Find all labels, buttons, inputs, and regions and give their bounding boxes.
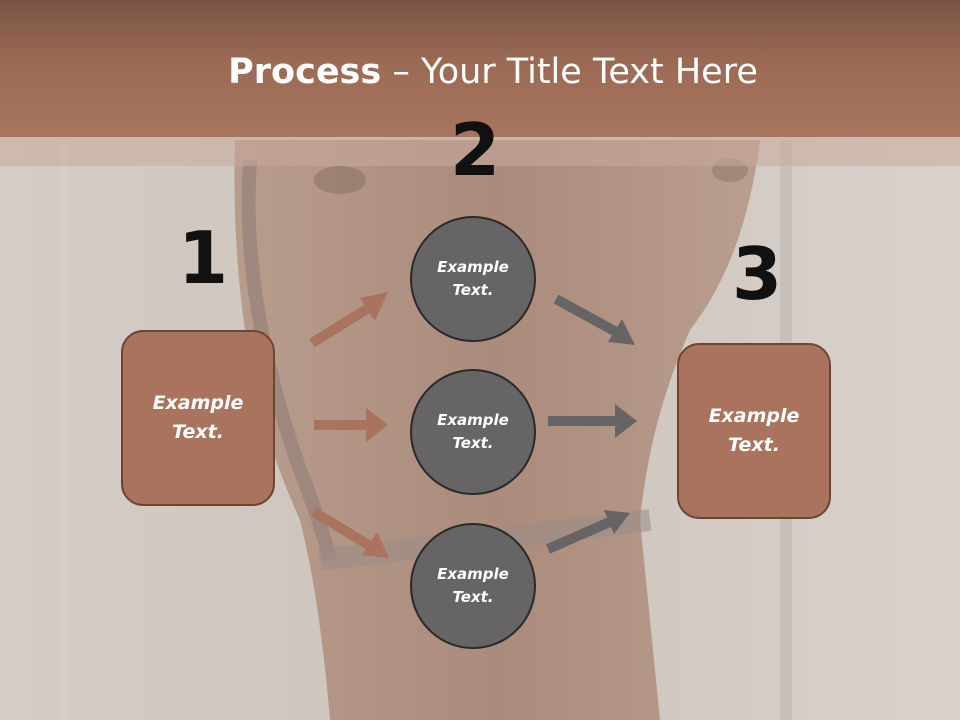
circle-middle-line2: Text. (452, 434, 494, 452)
circle-middle: Example Text. (410, 369, 536, 495)
circle-middle-line1: Example (437, 411, 509, 429)
left-box-line2: Text. (172, 421, 224, 443)
circle-top-line1: Example (437, 258, 509, 276)
step-number-1: 1 (178, 216, 229, 300)
circle-bottom-line2: Text. (452, 588, 494, 606)
left-box-line1: Example (152, 392, 244, 414)
title-band-strip (0, 137, 960, 166)
circle-top-line2: Text. (452, 281, 494, 299)
slide-title: Process – Your Title Text Here (0, 52, 960, 92)
right-step-box: Example Text. (677, 343, 831, 519)
circle-bottom: Example Text. (410, 523, 536, 649)
circle-bottom-line1: Example (437, 565, 509, 583)
circle-top: Example Text. (410, 216, 536, 342)
left-step-box: Example Text. (121, 330, 275, 506)
step-number-2: 2 (450, 108, 501, 192)
title-rest: – Your Title Text Here (381, 52, 758, 92)
title-band (0, 0, 960, 137)
title-bold: Process (228, 52, 382, 92)
right-box-line2: Text. (728, 434, 780, 456)
step-number-3: 3 (732, 232, 783, 316)
right-box-line1: Example (708, 405, 800, 427)
